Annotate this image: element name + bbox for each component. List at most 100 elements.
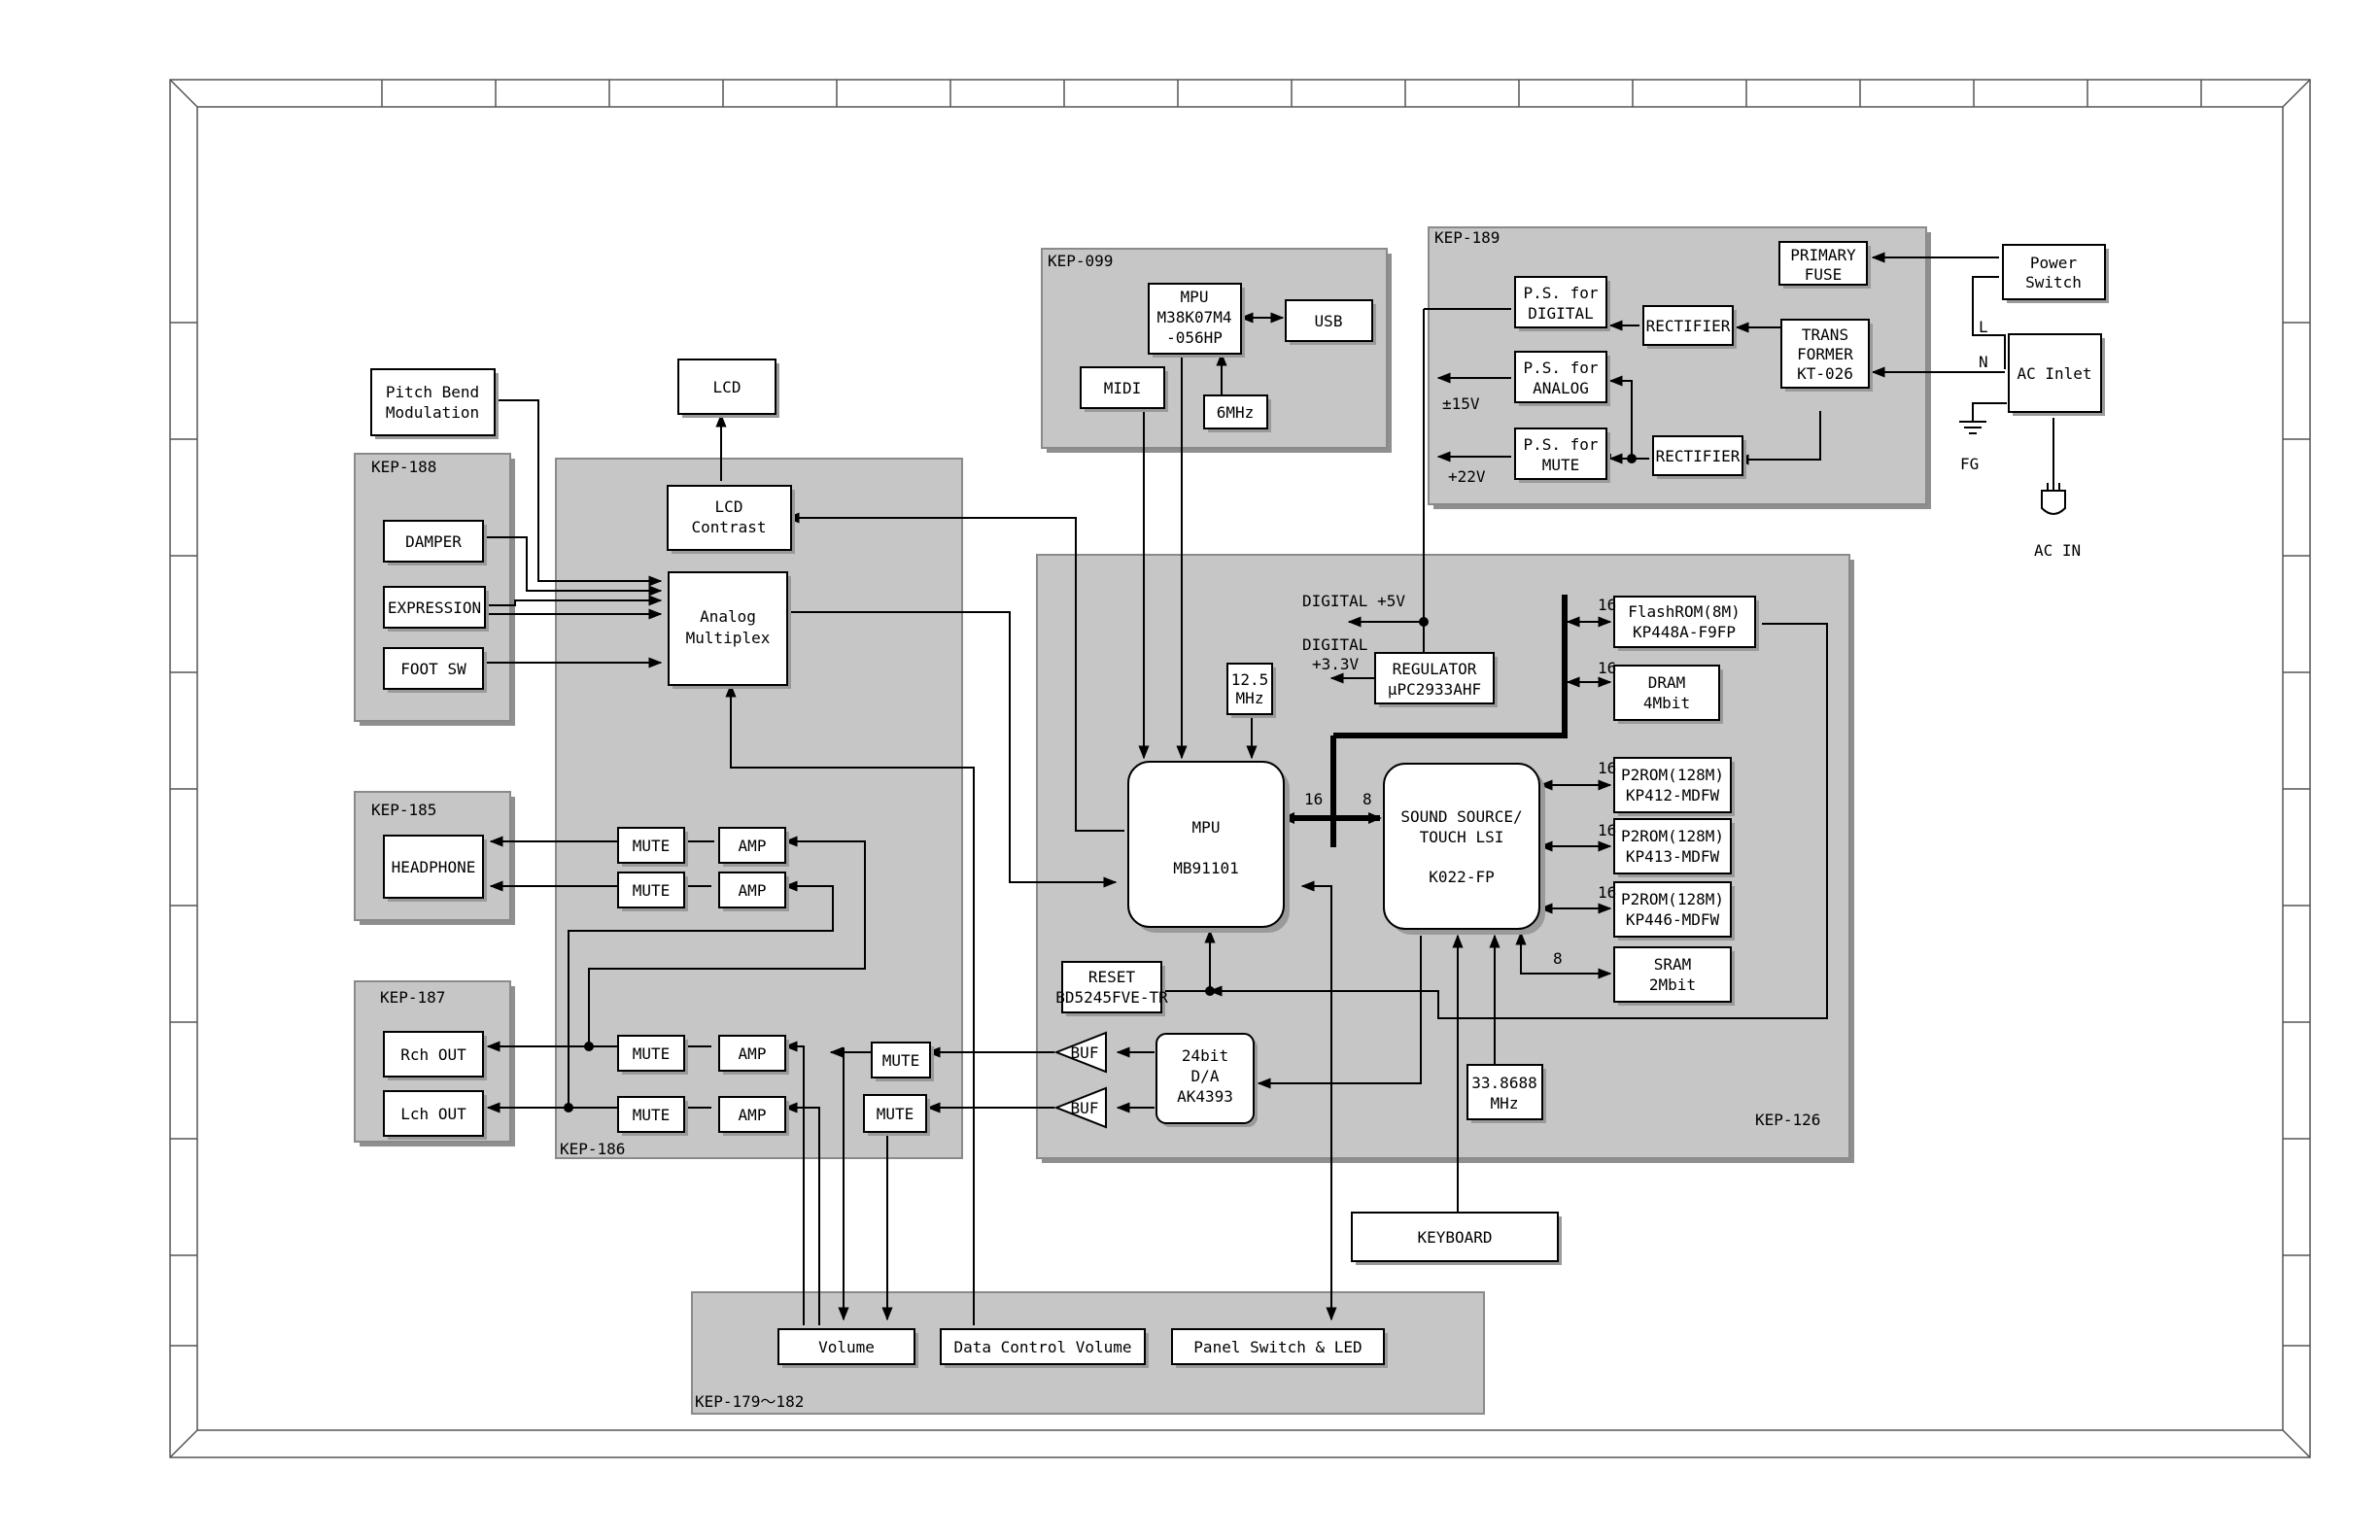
digital-33v-line1: DIGITAL [1302,635,1367,654]
buf-label: BUF [1071,1099,1099,1117]
osc-33mhz-block: 33.8688 MHz [1466,1064,1546,1123]
digital-5v-label: DIGITAL +5V [1302,592,1405,610]
p2rom-block-1: P2ROM(128M) KP412-MDFW [1613,757,1735,816]
transformer-line2: FORMER [1797,345,1853,363]
rectifier-label: RECTIFIER [1646,317,1731,335]
usb-label: USB [1315,312,1343,330]
data-control-volume-label: Data Control Volume [953,1338,1131,1356]
dram-line1: DRAM [1648,673,1686,692]
ac-in-label: AC IN [2034,541,2081,560]
mute-block-4: MUTE [617,1096,688,1136]
headphone-block: HEADPHONE [383,835,487,902]
bus-8-sram-label: 8 [1553,949,1563,968]
primary-fuse-line1: PRIMARY [1790,246,1856,264]
mute-label: MUTE [633,1106,671,1124]
panel-switch-label: Panel Switch & LED [1193,1338,1362,1356]
rectifier-label: RECTIFIER [1656,447,1741,465]
ac-inlet-label: AC Inlet [2017,364,2091,383]
midi-block: MIDI [1080,366,1168,412]
headphone-label: HEADPHONE [392,858,476,876]
ps-mute-block: P.S. for MUTE [1514,428,1610,483]
osc-33mhz-line1: 33.8688 [1471,1074,1536,1092]
mpu-usb-block: MPU M38K07M4 -056HP [1148,283,1245,358]
sound-source-block: SOUND SOURCE/ TOUCH LSI K022-FP [1383,763,1545,935]
mute-block-2: MUTE [617,872,688,911]
flashrom-line2: KP448A-F9FP [1633,623,1736,641]
bus-16-flash-label: 16 [1598,596,1616,614]
osc-12mhz-block: 12.5 MHz [1226,663,1276,718]
mpu-usb-line3: -056HP [1166,328,1223,347]
mpu-main-line2: MB91101 [1173,859,1238,877]
amp-block-4: AMP [718,1096,789,1136]
board-label-kep-189: KEP-189 [1434,228,1500,247]
ac-inlet-block: AC Inlet [2008,333,2105,416]
mute-label: MUTE [633,837,671,855]
buf-amp-1: BUF [1053,1031,1107,1074]
mute-label: MUTE [633,1044,671,1063]
damper-label: DAMPER [405,532,462,551]
annotations: DIGITAL +5V DIGITAL +3.3V ±15V +22V FG A… [1302,318,2081,968]
pm15v-label: ±15V [1442,394,1480,413]
amp-block-1: AMP [718,827,789,867]
analog-multiplex-block: Analog Multiplex [668,571,791,689]
sram-line2: 2Mbit [1649,975,1696,994]
board-label-kep-185: KEP-185 [371,801,436,819]
lcd-label: LCD [713,378,742,396]
regulator-block: REGULATOR μPC2933AHF [1374,652,1498,707]
dac-line2: D/A [1191,1067,1220,1085]
fg-label: FG [1960,455,1979,473]
lcd-contrast-block: LCD Contrast [667,485,795,554]
transformer-block: TRANS FORMER KT-026 [1780,319,1873,392]
p2rom-block-3: P2ROM(128M) KP446-MDFW [1613,881,1735,941]
lcd-block: LCD [677,359,779,418]
keyboard-block: KEYBOARD [1351,1212,1562,1265]
volume-label: Volume [818,1338,875,1356]
sound-source-line1: SOUND SOURCE/ [1400,807,1522,826]
flashrom-line1: FlashROM(8M) [1628,602,1741,621]
amp-label: AMP [739,837,767,855]
dac-block: 24bit D/A AK4393 [1156,1033,1258,1127]
ps-mute-line2: MUTE [1542,456,1580,474]
analog-multiplex-line1: Analog [700,607,756,626]
line-n-label: N [1979,353,1988,371]
data-control-volume-block: Data Control Volume [940,1328,1149,1368]
p2rom-3-line2: KP446-MDFW [1626,910,1720,929]
board-label-kep-188: KEP-188 [371,458,436,476]
mpu-usb-line2: M38K07M4 [1156,308,1231,326]
sram-line1: SRAM [1654,955,1692,974]
mute-block-1: MUTE [617,827,688,867]
mute-block-6: MUTE [863,1094,930,1136]
regulator-line1: REGULATOR [1393,660,1477,678]
p2rom-2-line1: P2ROM(128M) [1621,827,1724,845]
mpu-main-line1: MPU [1192,818,1221,837]
pitch-bend-label: Pitch Bend [386,383,479,401]
lch-out-block: Lch OUT [383,1090,487,1140]
ps-digital-line2: DIGITAL [1528,304,1593,323]
amp-label: AMP [739,1044,767,1063]
keyboard-label: KEYBOARD [1417,1228,1492,1247]
amp-label: AMP [739,881,767,900]
regulator-line2: μPC2933AHF [1388,680,1481,699]
ps-analog-block: P.S. for ANALOG [1514,351,1610,406]
ps-mute-line1: P.S. for [1523,435,1598,454]
board-label-kep-099: KEP-099 [1048,252,1113,270]
mute-block-3: MUTE [617,1035,688,1075]
p2rom-block-2: P2ROM(128M) KP413-MDFW [1613,818,1735,877]
bus-16-p2rom2-label: 16 [1598,821,1616,839]
rch-out-label: Rch OUT [400,1045,466,1064]
foot-sw-block: FOOT SW [383,647,487,693]
reset-line1: RESET [1088,968,1136,986]
mpu-usb-line1: MPU [1181,288,1209,306]
primary-fuse-block: PRIMARY FUSE [1778,241,1871,289]
osc-33mhz-line2: MHz [1491,1094,1519,1112]
dac-line3: AK4393 [1177,1087,1233,1106]
p2rom-3-line1: P2ROM(128M) [1621,890,1724,908]
bus-16-label: 16 [1304,790,1323,808]
amp-block-2: AMP [718,872,789,911]
expression-label: EXPRESSION [388,599,481,617]
primary-fuse-line2: FUSE [1805,265,1843,284]
reset-line2: BD5245FVE-TR [1055,988,1168,1007]
rch-out-block: Rch OUT [383,1031,487,1080]
board-label-kep-126: KEP-126 [1755,1111,1820,1129]
